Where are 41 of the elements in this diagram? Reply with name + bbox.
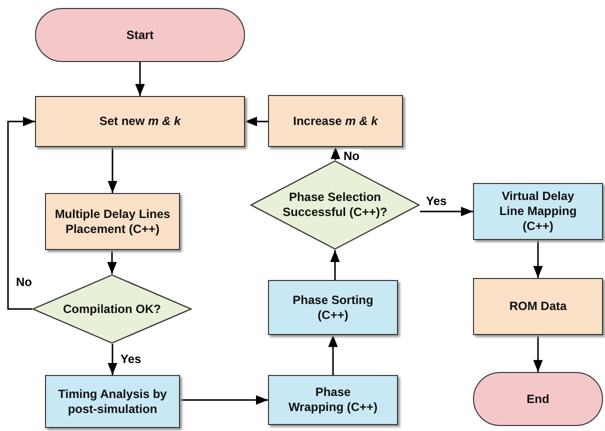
node-label: Multiple Delay Lines Placement (C++) bbox=[54, 206, 172, 236]
process-box bbox=[268, 95, 403, 147]
arrow bbox=[180, 395, 268, 405]
node-label: Phase Selection Successful (C++)? bbox=[282, 190, 388, 220]
node-label: Timing Analysis by post-simulation bbox=[57, 386, 168, 416]
arrow bbox=[533, 240, 543, 278]
node-label: Compilation OK? bbox=[62, 302, 162, 316]
process-box bbox=[268, 280, 398, 335]
node-label: Increase m & k bbox=[292, 114, 379, 128]
arrow bbox=[107, 250, 117, 274]
node-label: Virtual Delay Line Mapping (C++) bbox=[498, 189, 578, 234]
arrow bbox=[108, 147, 118, 193]
edge-label: Yes bbox=[424, 194, 449, 208]
process-box bbox=[473, 183, 603, 240]
node-label: ROM Data bbox=[508, 299, 568, 314]
arrow bbox=[108, 344, 118, 375]
process-box bbox=[45, 193, 180, 250]
arrow bbox=[7, 116, 35, 310]
arrow bbox=[245, 116, 268, 126]
edge-label: No bbox=[14, 275, 34, 289]
node-label: Set new m & k bbox=[98, 114, 182, 129]
arrow bbox=[328, 335, 338, 375]
process-box bbox=[35, 96, 245, 147]
node-label: End bbox=[526, 392, 550, 406]
node-label: Phase Sorting (C++) bbox=[292, 292, 374, 322]
decision-diamond bbox=[250, 160, 420, 250]
decision-diamond bbox=[32, 274, 192, 344]
arrow bbox=[420, 206, 473, 216]
terminal-pill bbox=[35, 8, 245, 62]
node-label: Phase Wrapping (C++) bbox=[287, 385, 379, 415]
arrow bbox=[330, 250, 340, 280]
edge-label: No bbox=[342, 149, 362, 163]
arrow bbox=[330, 147, 340, 160]
process-box bbox=[45, 375, 180, 428]
process-box bbox=[268, 375, 398, 425]
arrow bbox=[533, 335, 543, 372]
arrow bbox=[135, 62, 145, 96]
edge-label: Yes bbox=[118, 352, 144, 366]
terminal-pill bbox=[473, 372, 603, 426]
process-box bbox=[473, 278, 603, 335]
node-label: Start bbox=[125, 28, 155, 42]
